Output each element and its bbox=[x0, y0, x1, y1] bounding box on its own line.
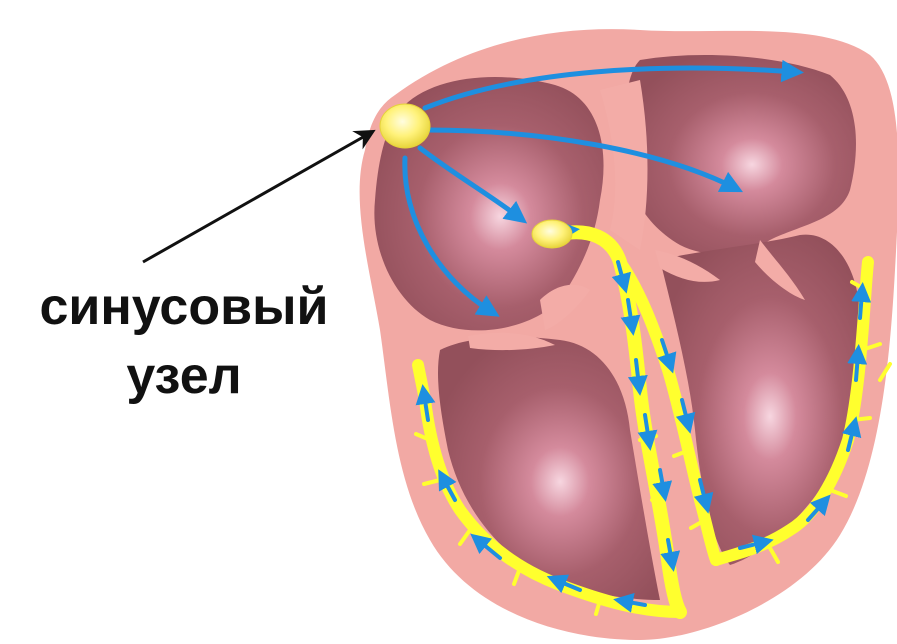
label-pointer-arrow bbox=[143, 132, 372, 262]
sinus-node bbox=[380, 104, 430, 148]
av-node bbox=[532, 220, 572, 248]
label-line-1: синусовый bbox=[40, 278, 329, 336]
label-line-2: узел bbox=[126, 347, 241, 405]
